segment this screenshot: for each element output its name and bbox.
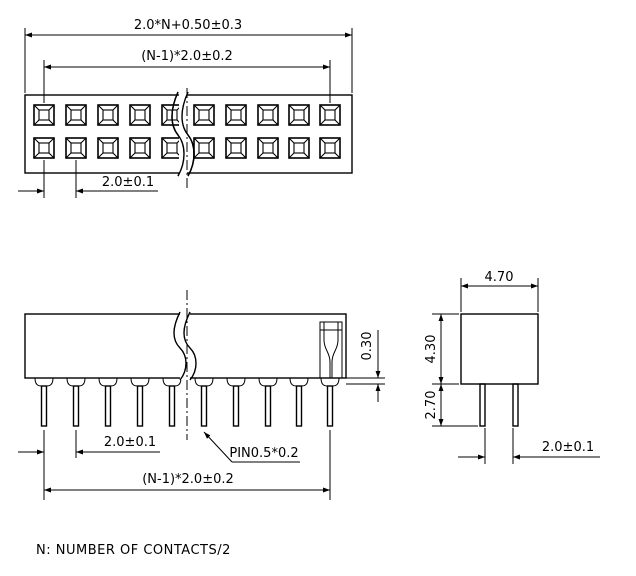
pad (65, 137, 87, 159)
side-pin (226, 377, 246, 427)
side-view: 0.30 2.0±0.1 PIN0.5*0.2 (N-1)*2.0±0.2 (18, 290, 385, 500)
side-pitch-label: 2.0±0.1 (104, 435, 156, 450)
top-break-gap (179, 93, 187, 175)
side-pin-label: PIN0.5*0.2 (229, 446, 298, 461)
end-height-label: 4.30 (424, 335, 439, 364)
pad (225, 104, 247, 126)
side-pin (258, 377, 278, 427)
pad (33, 137, 55, 159)
side-pin-leader-diag (203, 431, 233, 463)
footnote: N: NUMBER OF CONTACTS/2 (36, 543, 231, 558)
side-pin (162, 377, 182, 427)
pad (257, 104, 279, 126)
pad (97, 137, 119, 159)
contact-cutaway-box (319, 321, 343, 379)
side-pin (66, 377, 86, 427)
end-pin-left (479, 383, 486, 427)
pad (319, 137, 341, 159)
end-body-outline (460, 313, 539, 385)
side-pin (98, 377, 118, 427)
top-span-label: (N-1)*2.0±0.2 (141, 49, 233, 64)
end-pin-right (512, 383, 519, 427)
end-view: 4.70 4.30 2.70 2.0±0.1 (424, 270, 600, 464)
top-body-outline (24, 94, 353, 174)
pad (65, 104, 87, 126)
side-break-line-right (183, 311, 197, 381)
top-overall-label: 2.0*N+0.50±0.3 (134, 18, 242, 33)
side-pins (34, 377, 340, 427)
pad (129, 104, 151, 126)
pad-grid (33, 104, 341, 159)
pad (33, 104, 55, 126)
pad (129, 137, 151, 159)
side-pin (130, 377, 150, 427)
side-pin (34, 377, 54, 427)
pad (288, 104, 310, 126)
pad (257, 137, 279, 159)
end-width-label: 4.70 (485, 270, 514, 285)
top-pitch-label: 2.0±0.1 (102, 175, 154, 190)
pad (97, 104, 119, 126)
side-pin (320, 377, 340, 427)
pad (225, 137, 247, 159)
pad (193, 137, 215, 159)
contact-spring-left (323, 322, 331, 378)
end-pin-length-label: 2.70 (424, 391, 439, 420)
end-pitch-label: 2.0±0.1 (542, 440, 594, 455)
top-view: 2.0*N+0.50±0.3 (N-1)*2.0±0.2 2.0±0.1 (18, 18, 353, 198)
side-pin (289, 377, 309, 427)
pad (193, 104, 215, 126)
pad (288, 137, 310, 159)
contact-spring-right (331, 322, 339, 378)
side-break-line-left (173, 311, 187, 381)
pad (319, 104, 341, 126)
side-offset-label: 0.30 (360, 332, 375, 361)
side-break-gap (180, 312, 190, 380)
side-span-label: (N-1)*2.0±0.2 (142, 472, 234, 487)
side-pin (194, 377, 214, 427)
